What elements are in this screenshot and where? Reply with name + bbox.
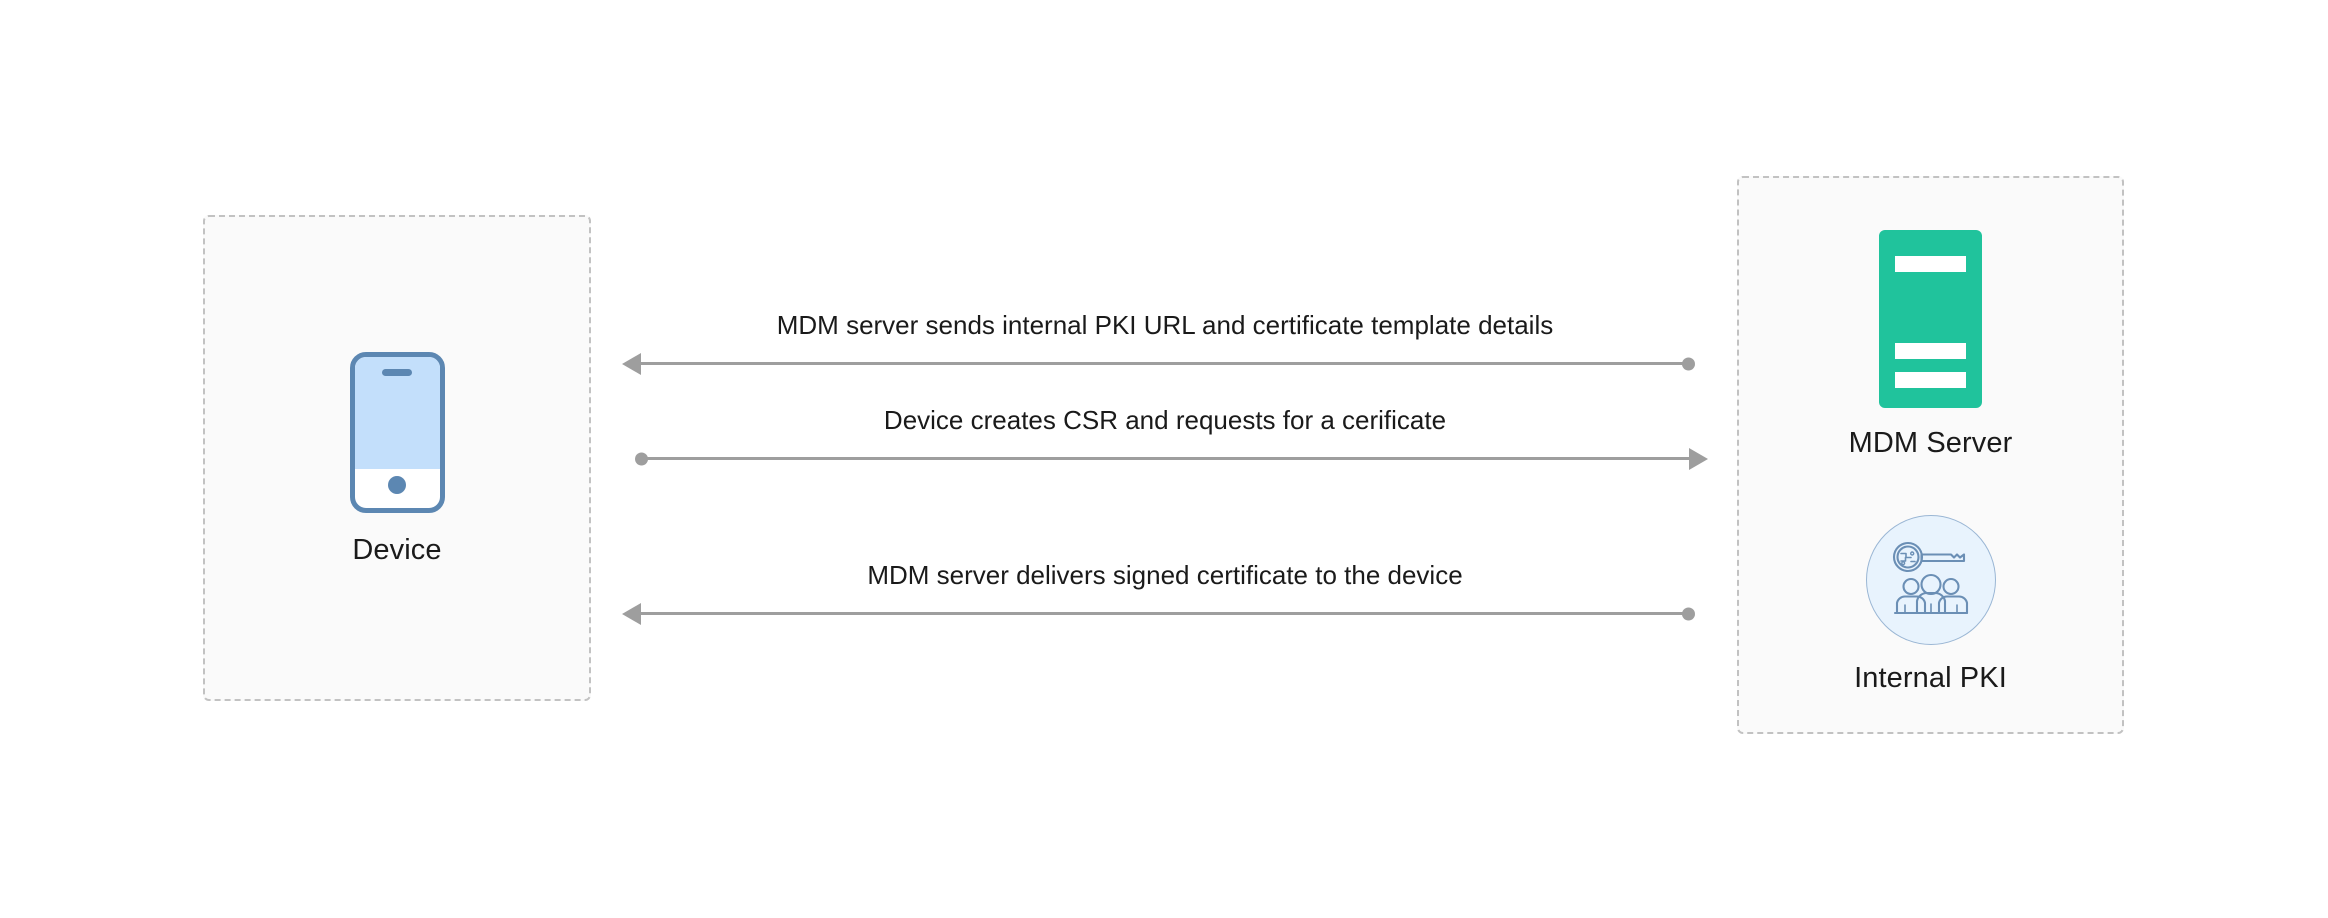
mobile-phone-icon: [349, 352, 445, 513]
endpoint-dot-icon: [635, 452, 648, 465]
endpoint-dot-icon: [1682, 607, 1695, 620]
arrowhead-left-icon: [622, 602, 641, 625]
server-bay-slot-2: [1895, 343, 1966, 359]
endpoint-dot-icon: [1682, 357, 1695, 370]
node-mdm-server-label: MDM Server: [1848, 427, 2013, 459]
message-arrow-1-label: MDM server sends internal PKI URL and ce…: [776, 310, 1554, 340]
server-bay-slot-3: [1895, 372, 1966, 388]
node-internal-pki-label: Internal PKI: [1854, 662, 2007, 694]
key-and-people-icon: [1865, 515, 1996, 645]
message-arrow-3-label: MDM server delivers signed certificate t…: [867, 560, 1463, 590]
server-rack-icon: [1879, 230, 1982, 408]
arrowhead-left-icon: [622, 352, 641, 375]
node-internal-pki[interactable]: Internal PKI: [1737, 515, 2124, 695]
arrowhead-right-icon: [1689, 447, 1708, 470]
node-device[interactable]: Device: [203, 352, 591, 567]
message-arrow-3-line: [622, 602, 1695, 625]
server-bay-slot-1: [1895, 256, 1966, 272]
node-mdm-server[interactable]: MDM Server: [1737, 230, 2124, 460]
message-arrow-1-line: [622, 352, 1695, 375]
phone-speaker-icon: [382, 369, 412, 376]
message-arrow-2-line: [635, 447, 1708, 470]
node-device-label: Device: [352, 534, 442, 566]
phone-home-button-icon: [388, 476, 406, 494]
message-arrow-2-label: Device creates CSR and requests for a ce…: [883, 405, 1447, 435]
